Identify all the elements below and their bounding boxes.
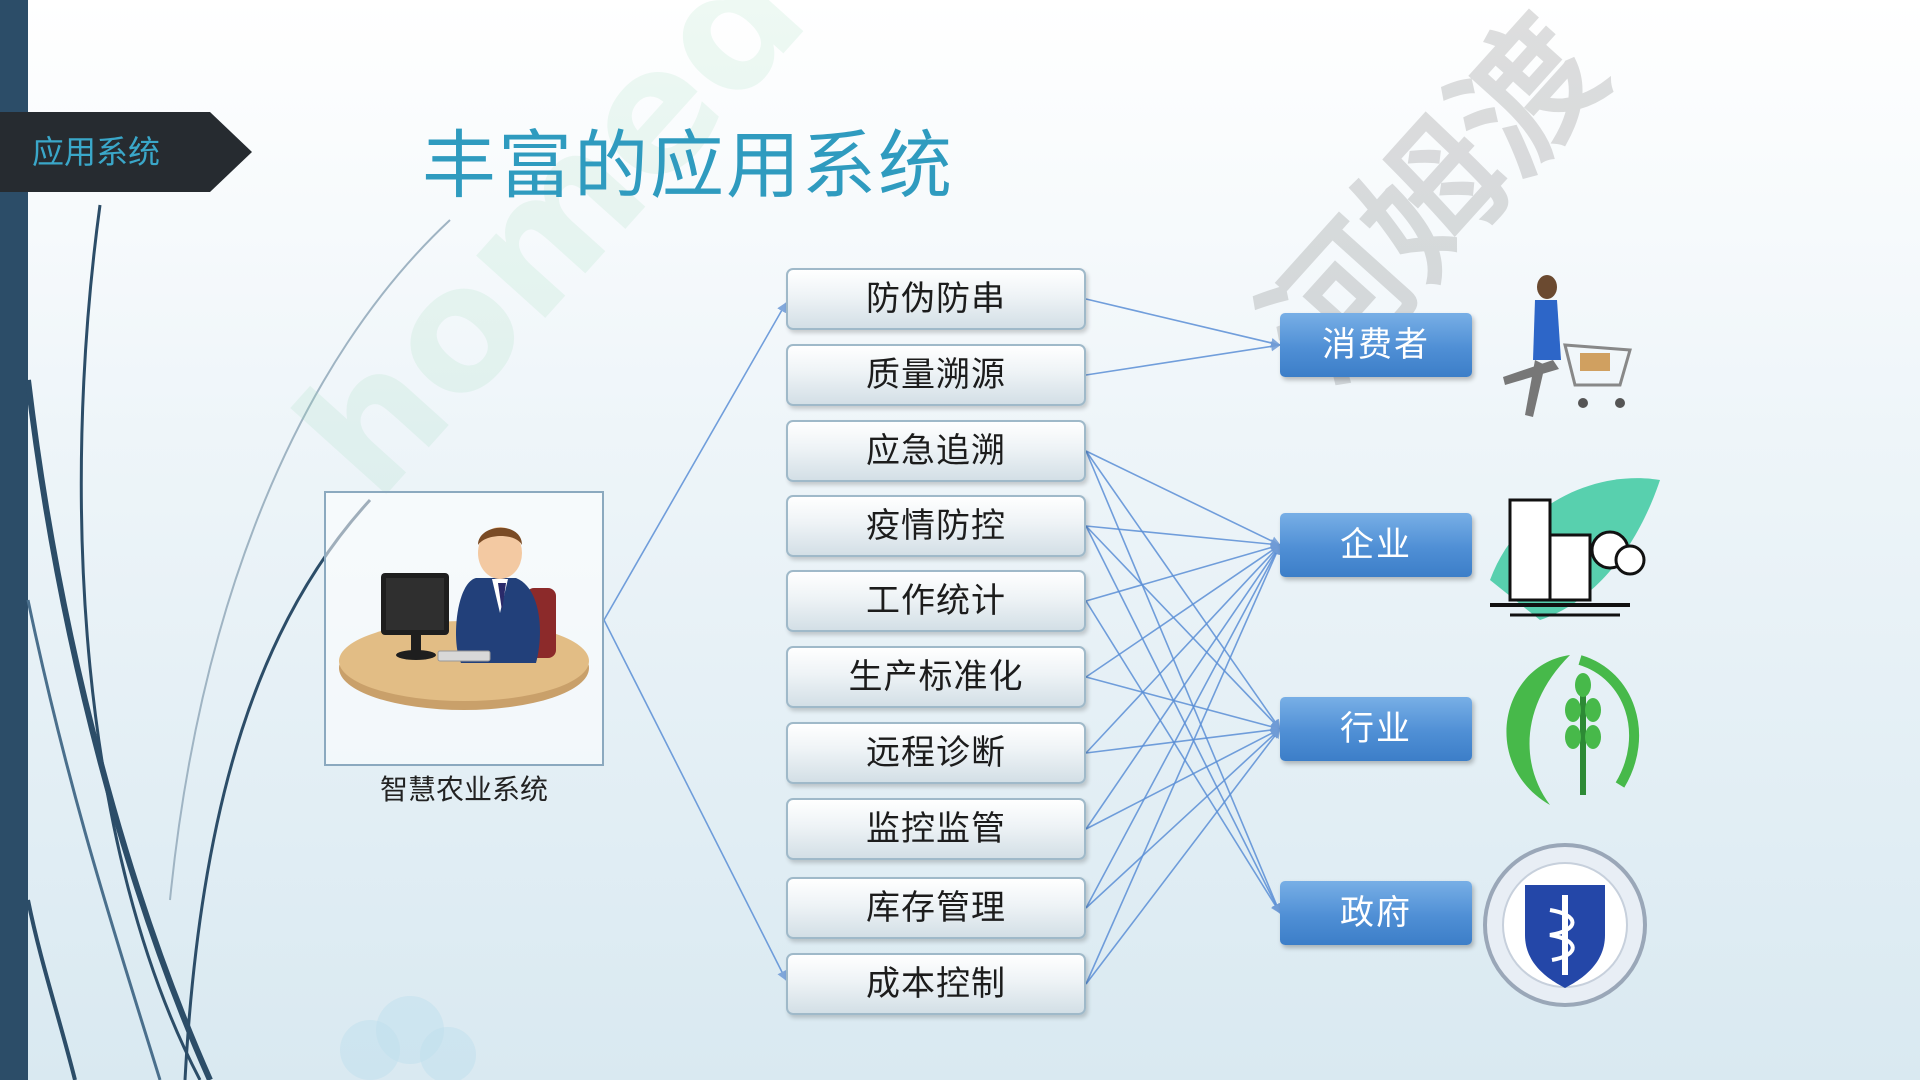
edge-function-to-target	[1085, 728, 1281, 985]
edges-group	[603, 298, 1282, 985]
function-box-work-statistics: 工作统计	[786, 570, 1086, 632]
edge-function-to-target	[1085, 544, 1281, 985]
edge-function-to-target	[1085, 525, 1281, 730]
source-system-box	[324, 491, 604, 766]
edge-function-to-target	[1085, 525, 1281, 550]
edge-function-to-target	[1085, 341, 1281, 376]
function-box-remote-diagnosis: 远程诊断	[786, 722, 1086, 784]
section-tab	[0, 112, 252, 192]
target-box-government: 政府	[1280, 881, 1472, 945]
edge-function-to-target	[1085, 544, 1281, 678]
edge-source-to-function	[603, 619, 787, 981]
edge-function-to-target	[1085, 542, 1281, 602]
government-badge-icon: ★ ★ ★	[1483, 843, 1647, 1007]
svg-text:★ ★ ★: ★ ★ ★	[1548, 872, 1581, 883]
edge-function-to-target	[1085, 450, 1282, 914]
wheat-leaf-emblem-icon	[1506, 655, 1639, 805]
edge-function-to-target	[1085, 600, 1281, 914]
function-label: 监控监管	[866, 809, 1006, 849]
function-label: 防伪防串	[866, 279, 1006, 319]
function-label: 生产标准化	[848, 657, 1024, 697]
function-label: 疫情防控	[866, 506, 1006, 546]
function-box-anti-counterfeit: 防伪防串	[786, 268, 1086, 330]
target-box-industry: 行业	[1280, 697, 1472, 761]
edge-function-to-target	[1085, 544, 1281, 909]
edge-source-to-function	[603, 302, 787, 621]
company-buildings-icon	[1490, 478, 1660, 620]
function-box-quality-trace: 质量溯源	[786, 344, 1086, 406]
page-title: 丰富的应用系统	[422, 123, 954, 209]
edge-function-to-target	[1085, 450, 1281, 546]
function-label: 质量溯源	[866, 355, 1006, 395]
source-system-caption: 智慧农业系统	[379, 773, 548, 806]
function-box-inventory: 库存管理	[786, 877, 1086, 939]
section-tab-label: 应用系统	[32, 133, 161, 171]
target-label: 企业	[1340, 525, 1412, 565]
function-box-emergency-trace: 应急追溯	[786, 420, 1086, 482]
edge-function-to-target	[1085, 544, 1281, 830]
edge-function-to-target	[1085, 725, 1281, 754]
function-label: 工作统计	[866, 581, 1006, 621]
function-label: 库存管理	[866, 888, 1006, 928]
function-label: 应急追溯	[866, 431, 1006, 471]
function-label: 远程诊断	[866, 733, 1006, 773]
edge-function-to-target	[1085, 728, 1281, 830]
person-at-computer-icon	[339, 527, 589, 710]
edge-function-to-target	[1085, 676, 1281, 732]
function-box-epidemic-control: 疫情防控	[786, 495, 1086, 557]
function-label: 成本控制	[866, 964, 1006, 1004]
target-box-consumer: 消费者	[1280, 313, 1472, 377]
edge-function-to-target	[1085, 450, 1281, 730]
edge-function-to-target	[1085, 544, 1281, 754]
target-label: 政府	[1340, 893, 1412, 933]
target-label: 行业	[1340, 709, 1412, 749]
function-box-production-standard: 生产标准化	[786, 646, 1086, 708]
edge-function-to-target	[1085, 525, 1281, 914]
target-box-enterprise: 企业	[1280, 513, 1472, 577]
function-box-monitoring: 监控监管	[786, 798, 1086, 860]
edge-function-to-target	[1085, 298, 1281, 348]
shopper-with-cart-icon	[1503, 275, 1632, 417]
edge-function-to-target	[1085, 728, 1281, 909]
function-box-cost-control: 成本控制	[786, 953, 1086, 1015]
target-label: 消费者	[1322, 325, 1430, 365]
